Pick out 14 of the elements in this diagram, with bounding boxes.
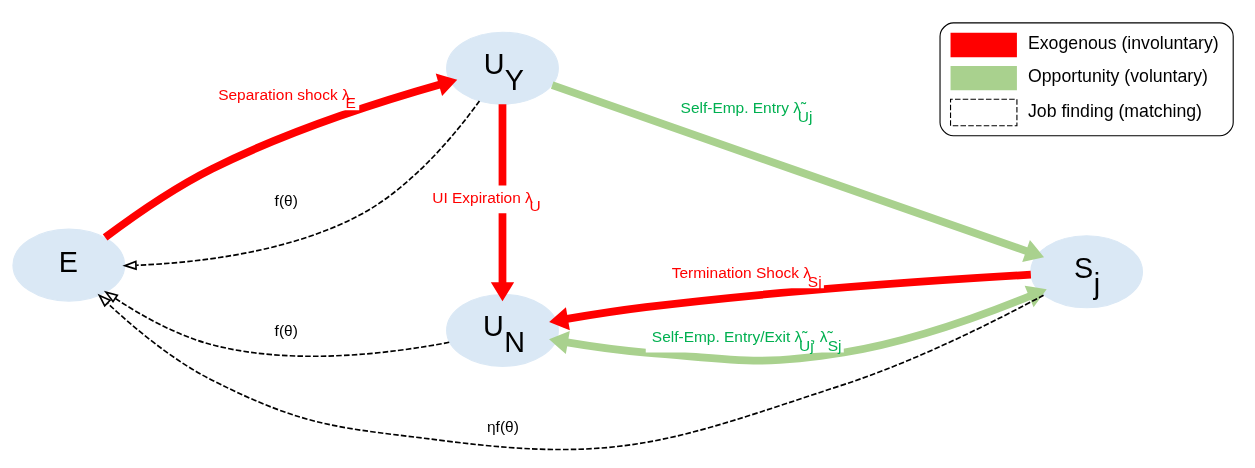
- edge-label: ηf(θ): [487, 417, 519, 435]
- arrow: [550, 81, 1044, 262]
- legend-label: Job finding (matching): [1027, 100, 1203, 121]
- arrow: [103, 290, 451, 358]
- arrow: [549, 270, 1032, 331]
- arrow: [102, 73, 458, 241]
- edge-label: f(θ): [274, 321, 298, 339]
- legend-label: Exogenous (involuntary): [1027, 33, 1219, 54]
- arrow: [122, 100, 481, 271]
- edge-label: f(θ): [274, 192, 298, 210]
- arrow: [549, 285, 1047, 365]
- arrow: [490, 104, 515, 302]
- arrow: [97, 293, 1045, 451]
- legend-label: Opportunity (voluntary): [1027, 66, 1208, 87]
